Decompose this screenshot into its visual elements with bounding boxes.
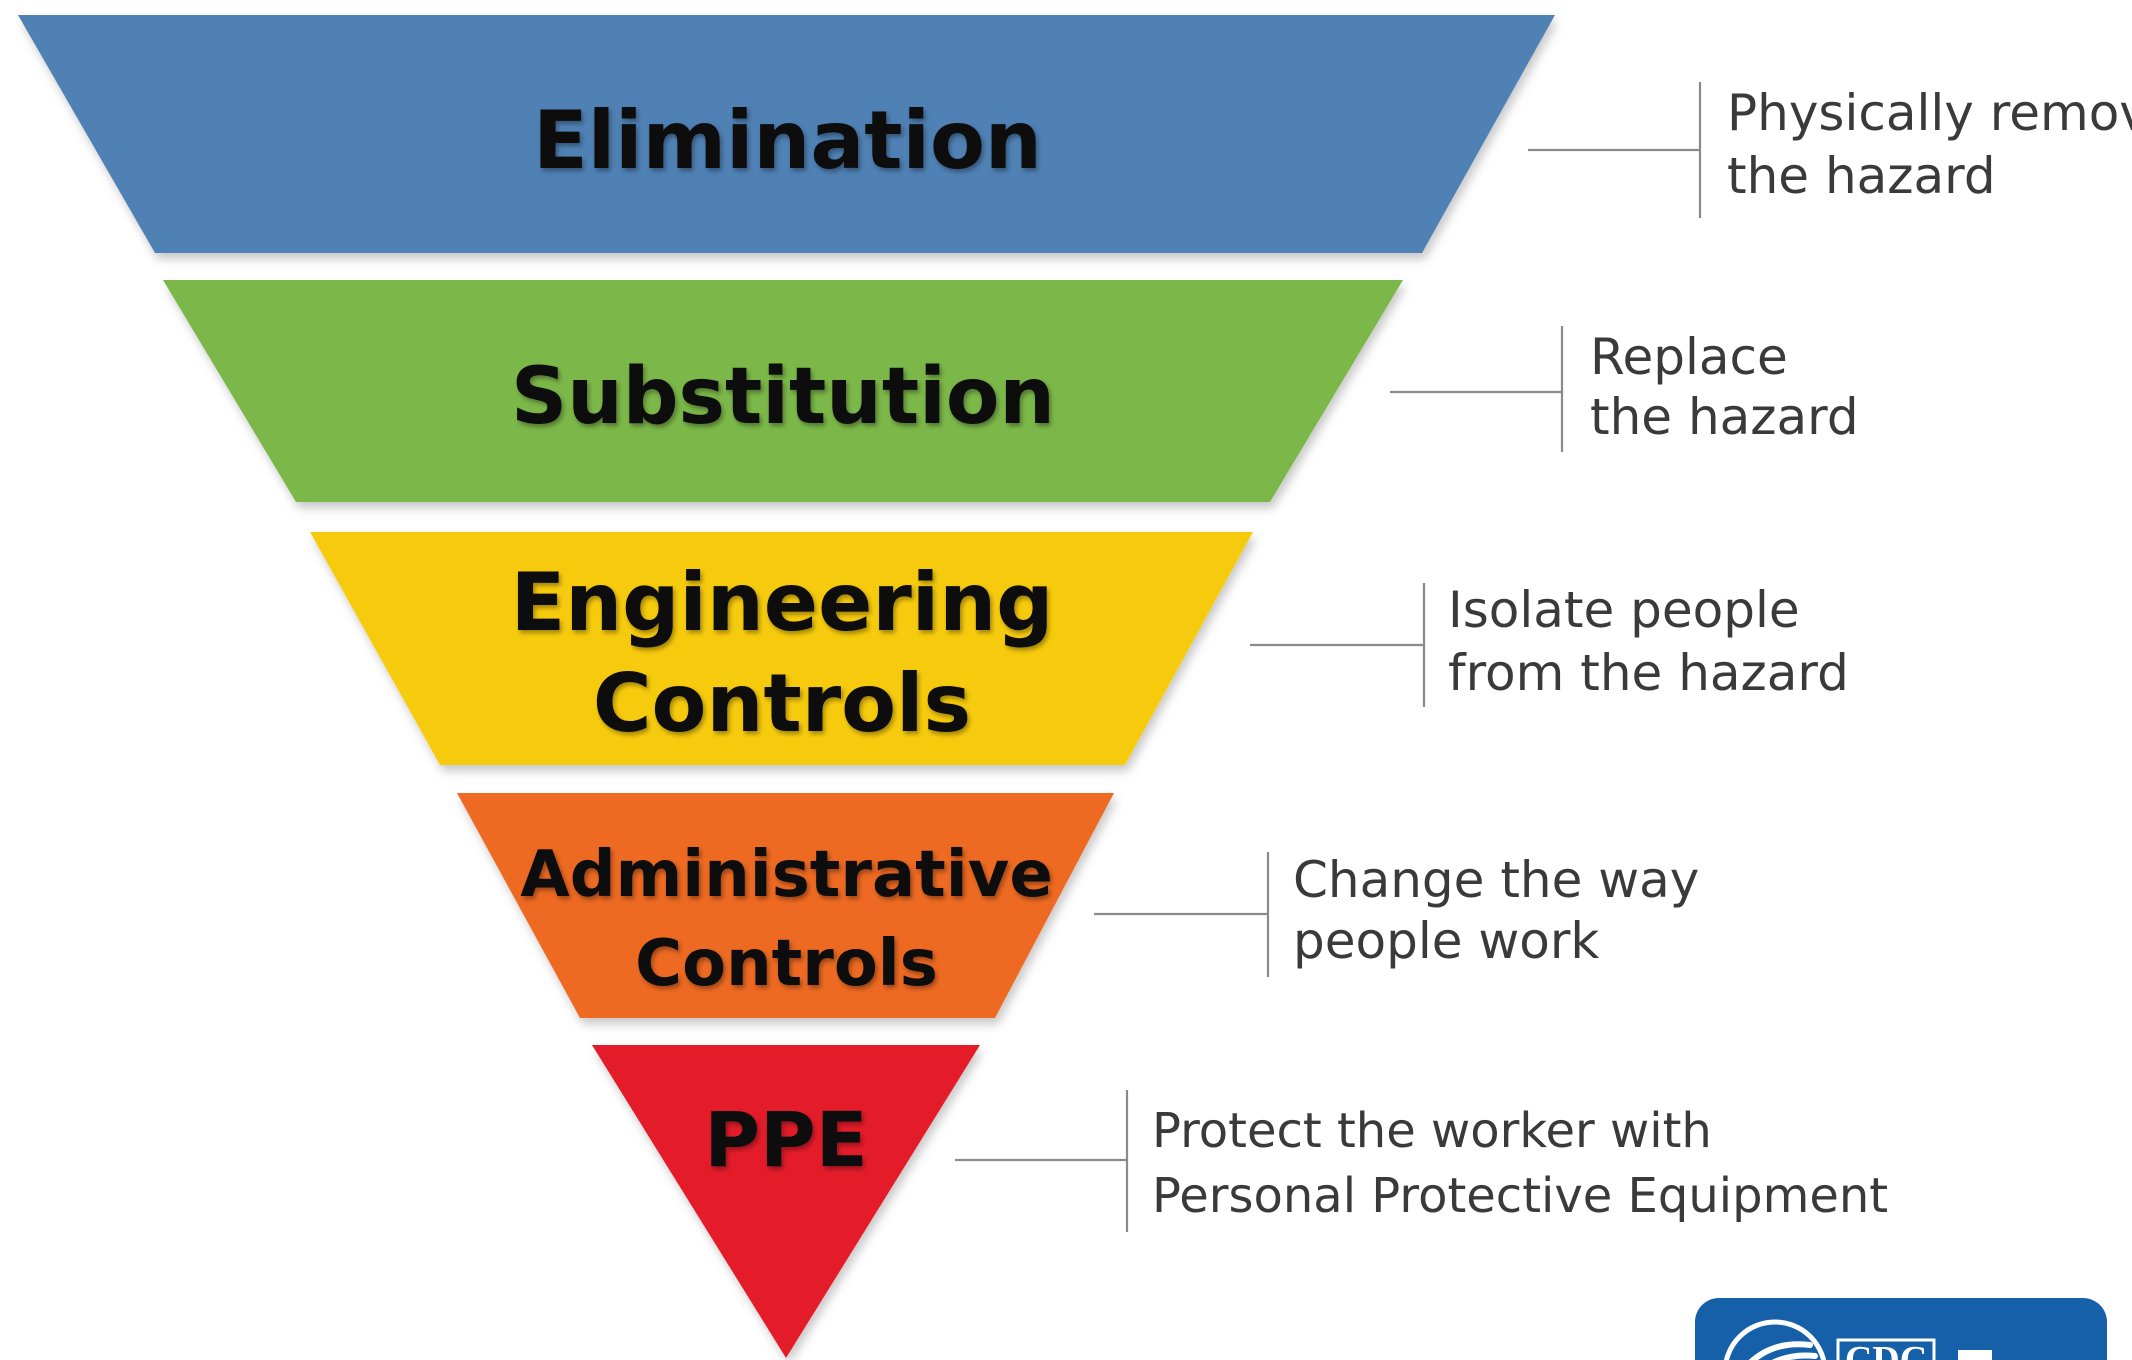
tiers-layer: EliminationSubstitutionEngineeringContro… bbox=[18, 15, 1555, 1358]
tier-substitution-description: Replace bbox=[1590, 328, 1788, 386]
tier-ppe-description: Personal Protective Equipment bbox=[1152, 1168, 1888, 1224]
cdc-logo-box bbox=[1836, 1338, 1936, 1360]
tier-ppe-band bbox=[592, 1045, 980, 1358]
cdc-logo: CDC bbox=[1695, 1298, 2107, 1360]
tier-administrative-controls-label: Administrative bbox=[520, 838, 1053, 912]
cdc-logo-text: CDC bbox=[1845, 1339, 1927, 1360]
hhs-seal-icon bbox=[1723, 1319, 1827, 1360]
tier-engineering-controls-description: from the hazard bbox=[1448, 644, 1849, 702]
tier-substitution-band bbox=[163, 280, 1403, 502]
tier-substitution-description: the hazard bbox=[1590, 388, 1859, 446]
tier-elimination-description: the hazard bbox=[1727, 147, 1996, 205]
cdc-logo-bar bbox=[1958, 1350, 1992, 1360]
tier-substitution-label: Substitution bbox=[511, 352, 1055, 442]
tier-administrative-controls-label: Controls bbox=[635, 927, 938, 1001]
tier-administrative-controls-description: people work bbox=[1293, 912, 1599, 970]
tier-elimination-label: Elimination bbox=[533, 94, 1042, 187]
tier-ppe-description: Protect the worker with bbox=[1152, 1103, 1712, 1159]
tier-elimination-band bbox=[18, 15, 1555, 253]
tier-administrative-controls-description: Change the way bbox=[1293, 851, 1699, 909]
connectors-layer bbox=[955, 82, 1702, 1232]
tier-administrative-controls-band bbox=[457, 793, 1114, 1018]
tier-engineering-controls-label: Engineering bbox=[511, 556, 1054, 649]
tier-engineering-controls-band bbox=[310, 532, 1253, 765]
tier-engineering-controls-label: Controls bbox=[593, 657, 971, 750]
tier-engineering-controls-description: Isolate people bbox=[1448, 581, 1800, 639]
tier-elimination-description: Physically remove bbox=[1727, 84, 2132, 142]
tier-ppe-label: PPE bbox=[704, 1095, 867, 1184]
